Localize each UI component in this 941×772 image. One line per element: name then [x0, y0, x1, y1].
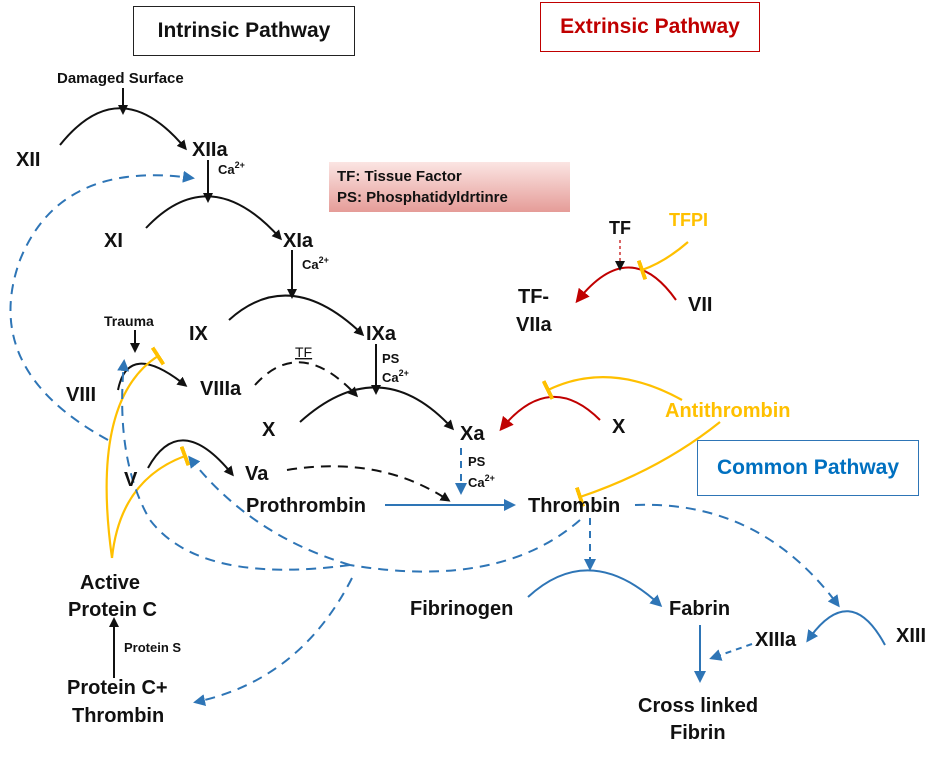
inhibit-antithrombin-xa	[541, 376, 683, 401]
label-xiia: XIIa	[192, 139, 228, 161]
label-tf-extrinsic: TF	[609, 218, 631, 238]
label-active-protein-c-line2: Protein C	[68, 599, 157, 621]
inhibit-tfpi	[636, 241, 689, 281]
extrinsic-pathway-label: Extrinsic Pathway	[560, 15, 740, 38]
arc-viii-to-viiia	[117, 362, 188, 391]
label-x-left: X	[262, 419, 276, 441]
label-thrombin: Thrombin	[528, 495, 620, 517]
label-active-protein-c-line1: Active	[80, 572, 140, 594]
arc-v-to-va	[147, 439, 234, 477]
label-va: Va	[245, 463, 269, 485]
label-damaged-surface: Damaged Surface	[57, 70, 184, 87]
label-xii: XII	[16, 149, 40, 171]
arc-x-to-xa-extrinsic	[499, 396, 601, 432]
label-x-right: X	[612, 416, 626, 438]
label-ixa: IXa	[366, 323, 397, 345]
label-ps-ixa: PS	[382, 351, 400, 366]
feedback-viiia-dashed	[117, 359, 351, 571]
legend-ps: PS: Phosphatidyldrtinre	[337, 189, 508, 206]
abbreviation-legend: TF: Tissue Factor PS: Phosphatidyldrtinr…	[329, 162, 570, 212]
label-xiii: XIII	[896, 625, 926, 647]
arc-xiii-to-xiiia	[806, 610, 886, 646]
label-protein-c-thrombin-line1: Protein C+	[67, 677, 168, 699]
arc-vii-to-tf-viia	[575, 266, 677, 304]
feedback-xiia-dashed	[9, 170, 195, 441]
label-ix: IX	[189, 323, 209, 345]
feedback-va-dashed	[188, 455, 351, 566]
inhibit-protein-c-viiia	[105, 346, 166, 559]
label-tf-viia-line1: TF-	[518, 286, 549, 308]
label-ps-xa: PS	[468, 454, 486, 469]
label-ca-xa: Ca2+	[468, 473, 495, 490]
label-xiiia: XIIIa	[755, 629, 797, 651]
arc-fibrinogen-to-fabrin	[527, 569, 663, 608]
intrinsic-pathway-header: Intrinsic Pathway	[133, 6, 355, 56]
common-pathway-header: Common Pathway	[697, 440, 919, 496]
label-viiia: VIIIa	[200, 378, 242, 400]
feedback-thrombin-long-dashed	[349, 519, 581, 573]
label-protein-s: Protein S	[124, 640, 181, 655]
label-vii: VII	[688, 294, 712, 316]
arc-xii-to-xiia	[59, 107, 187, 151]
label-trauma: Trauma	[104, 313, 154, 329]
arc-xi-to-xia	[145, 195, 283, 241]
intrinsic-pathway-label: Intrinsic Pathway	[157, 19, 331, 42]
label-fabrin: Fabrin	[669, 598, 730, 620]
arc-va-to-prothrombinase-dashed	[286, 465, 451, 502]
label-tf-small: TF	[295, 344, 312, 360]
legend-tf: TF: Tissue Factor	[337, 168, 462, 185]
inhibit-antithrombin-thrombin	[574, 421, 721, 508]
label-xa: Xa	[460, 423, 485, 445]
label-tf-viia-line2: VIIa	[516, 314, 552, 336]
inhibit-protein-c-va	[110, 445, 191, 559]
arc-viiia-to-xa-dashed	[254, 361, 359, 398]
common-pathway-label: Common Pathway	[716, 456, 900, 479]
label-viii: VIII	[66, 384, 96, 406]
label-xia: XIa	[283, 230, 314, 252]
label-tfpi: TFPI	[669, 210, 708, 230]
arc-ix-to-ixa	[228, 294, 365, 337]
arrow-xiiia-to-cross-linked-dashed	[709, 643, 753, 661]
label-ca-xia: Ca2+	[302, 255, 329, 272]
label-cross-linked-line2: Fibrin	[670, 722, 726, 744]
label-cross-linked-line1: Cross linked	[638, 695, 758, 717]
arc-x-to-xa	[299, 386, 455, 431]
extrinsic-pathway-header: Extrinsic Pathway	[540, 2, 760, 52]
label-prothrombin: Prothrombin	[246, 495, 366, 517]
label-antithrombin: Antithrombin	[665, 400, 791, 422]
label-xi: XI	[104, 230, 123, 252]
label-protein-c-thrombin-line2: Thrombin	[72, 705, 164, 727]
label-ca-ixa: Ca2+	[382, 368, 409, 385]
arrow-thrombin-to-xiii-dashed	[634, 503, 840, 608]
feedback-to-protein-c-thrombin-dashed	[193, 577, 353, 707]
label-fibrinogen: Fibrinogen	[410, 598, 513, 620]
label-v: V	[124, 469, 138, 491]
label-ca-xiia: Ca2+	[218, 160, 245, 177]
